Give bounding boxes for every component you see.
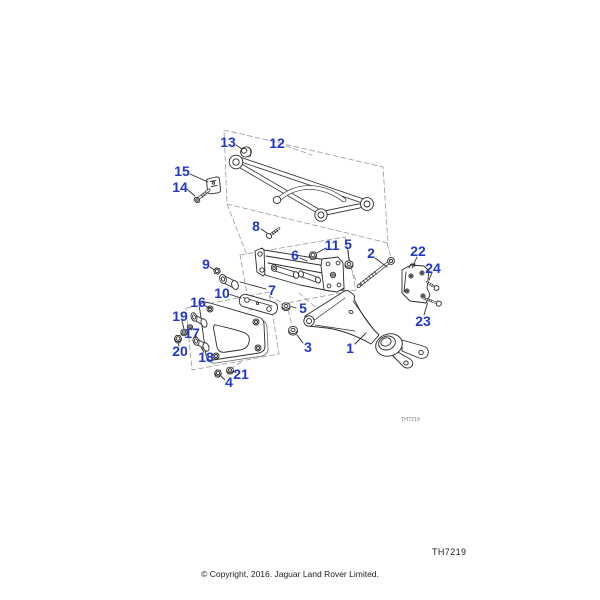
callout-19: 19 xyxy=(172,308,188,324)
nut-9 xyxy=(213,267,221,275)
bushing-7 xyxy=(219,273,239,290)
callout-4: 4 xyxy=(225,374,233,390)
callout-23: 23 xyxy=(415,313,431,329)
callout-12: 12 xyxy=(269,135,285,151)
callout-9: 9 xyxy=(202,256,210,272)
nut-11 xyxy=(308,251,318,260)
washer-17 xyxy=(186,324,194,330)
copyright-text: © Copyright, 2016. Jaguar Land Rover Lim… xyxy=(201,569,379,579)
callout-3: 3 xyxy=(304,339,312,355)
callout-10: 10 xyxy=(214,285,230,301)
bolt-14 xyxy=(193,188,211,204)
callout-5-upper: 5 xyxy=(344,236,352,252)
plate-10 xyxy=(238,293,279,315)
washer-5-lower xyxy=(281,302,291,312)
callout-22: 22 xyxy=(410,243,426,259)
center-bracket-6 xyxy=(254,247,345,293)
callout-6: 6 xyxy=(291,247,299,263)
bolt-23 xyxy=(421,296,442,307)
drawing-code-watermark: TH7219 xyxy=(401,417,420,423)
bushing-13 xyxy=(240,146,252,158)
callout-24: 24 xyxy=(425,260,441,276)
callout-11: 11 xyxy=(324,237,340,253)
washer-19 xyxy=(180,328,188,337)
callout-7: 7 xyxy=(268,282,276,298)
callout-15: 15 xyxy=(174,163,190,179)
washer-3 xyxy=(288,325,298,336)
callout-18: 18 xyxy=(198,349,214,365)
callout-14: 14 xyxy=(172,179,188,195)
callout-16: 16 xyxy=(190,294,206,310)
bolt-8 xyxy=(265,227,281,239)
washer-21 xyxy=(226,366,234,375)
callout-17: 17 xyxy=(184,325,200,341)
nut-4 xyxy=(214,369,222,378)
bolt-2 xyxy=(356,257,395,289)
washer-5-upper xyxy=(344,260,354,270)
callout-8: 8 xyxy=(252,218,260,234)
callout-1: 1 xyxy=(346,340,354,356)
callout-21: 21 xyxy=(233,366,249,382)
callout-20: 20 xyxy=(172,343,188,359)
bracket-16 xyxy=(199,301,269,364)
trailing-arm-1 xyxy=(303,290,429,369)
callout-13: 13 xyxy=(220,134,236,150)
nut-20 xyxy=(173,334,183,344)
bushing-16-upper xyxy=(190,312,208,328)
upper-wishbone-arm xyxy=(228,154,374,222)
callout-5-lower: 5 xyxy=(299,300,307,316)
callout-leader-lines xyxy=(177,144,433,380)
bushing-18 xyxy=(192,336,210,352)
bolt-24 xyxy=(425,280,440,292)
drawing-code: TH7219 xyxy=(432,547,467,557)
bracket-22 xyxy=(401,263,431,304)
callout-2: 2 xyxy=(367,245,375,261)
